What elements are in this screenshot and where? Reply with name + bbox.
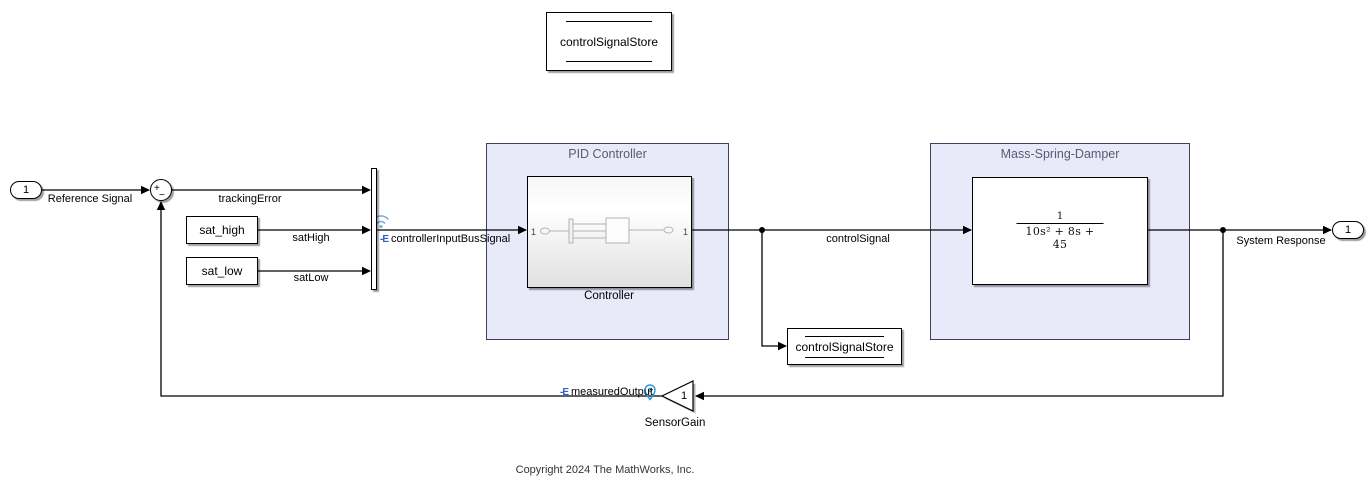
sat-high-constant-block[interactable]: sat_high [186, 216, 258, 244]
controller-block-label[interactable]: Controller [584, 290, 634, 302]
datastore-bottom-line [565, 61, 653, 62]
sat-low-text: sat_low [201, 264, 243, 278]
data-store-write-block[interactable]: controlSignalStore [787, 328, 902, 365]
sensor-gain-label[interactable]: SensorGain [644, 417, 706, 429]
datastore-write-label: controlSignalStore [795, 339, 894, 354]
sensor-gain-value: 1 [680, 390, 688, 402]
signal-label-measured-output[interactable]: -E measuredOutput [560, 386, 653, 398]
outport-label[interactable]: System Response [1236, 235, 1326, 247]
sum-minus-sign: − [159, 190, 165, 201]
transfer-fcn-numerator: 1 [1056, 211, 1064, 222]
area-msd-title[interactable]: Mass-Spring-Damper [1000, 147, 1120, 161]
datastore-label: controlSignalStore [559, 34, 659, 49]
outport-number: 1 [1344, 224, 1352, 236]
signal-wires[interactable] [42, 189, 1331, 397]
signal-label-sat-low[interactable]: satLow [293, 272, 329, 284]
sum-plus-sign: + [154, 183, 160, 194]
controller-preview-icon [540, 217, 674, 244]
data-store-memory-block[interactable]: controlSignalStore [546, 12, 672, 71]
controller-input-text: controllerInputBusSignal [391, 233, 511, 245]
signal-label-controller-input[interactable]: -E controllerInputBusSignal [380, 233, 510, 245]
outport-block[interactable]: 1 [1332, 221, 1364, 239]
transfer-fcn-denominator: 10s² + 8s + 45 [1016, 223, 1104, 251]
copyright-annotation: Copyright 2024 The MathWorks, Inc. [515, 464, 695, 476]
datastore-top-line [565, 21, 653, 22]
area-pid-title[interactable]: PID Controller [568, 147, 647, 161]
measured-output-text: measuredOutput [571, 386, 653, 398]
pin-badge-icon [644, 384, 656, 401]
sum-block[interactable]: + − [150, 179, 172, 201]
inport-label[interactable]: Reference Signal [47, 193, 133, 205]
controller-port-in: 1 [531, 227, 537, 237]
controller-subsystem-block[interactable]: 1 1 [527, 176, 692, 288]
bus-element-icon: -E [560, 386, 569, 398]
bus-creator-block[interactable] [371, 168, 377, 290]
arrowheads [141, 185, 1332, 401]
controller-port-out: 1 [682, 227, 688, 237]
sensor-gain-block[interactable] [658, 377, 700, 417]
datastore-top-line [804, 336, 885, 337]
transfer-fcn-equation: 1 10s² + 8s + 45 [1016, 211, 1104, 251]
signal-label-tracking-error[interactable]: trackingError [218, 193, 282, 205]
transfer-fcn-block[interactable]: 1 10s² + 8s + 45 [972, 177, 1148, 285]
signal-label-control-signal[interactable]: controlSignal [826, 233, 890, 245]
signal-label-sat-high[interactable]: satHigh [292, 232, 330, 244]
inport-number: 1 [22, 184, 30, 196]
sat-low-constant-block[interactable]: sat_low [186, 257, 258, 285]
datastore-bottom-line [804, 357, 885, 358]
bus-element-icon: -E [380, 233, 389, 245]
inport-block[interactable]: 1 [10, 181, 42, 199]
sat-high-text: sat_high [199, 223, 245, 237]
